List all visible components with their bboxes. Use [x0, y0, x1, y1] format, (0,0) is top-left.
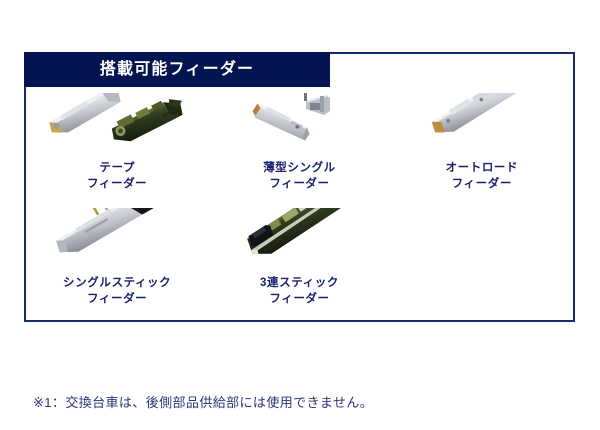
- feeder-label-line1: シングルスティック: [63, 277, 172, 289]
- compatible-feeders-panel: 搭載可能フィーダー: [24, 52, 575, 322]
- feeder-item-empty-slot: [391, 204, 573, 322]
- feeder-item-triple-stick[interactable]: 3連スティック フィーダー: [208, 204, 390, 322]
- feeder-caption: オートロード フィーダー: [446, 161, 519, 192]
- page-title: 搭載可能フィーダー: [99, 60, 255, 78]
- tape-feeder-photo: [26, 93, 208, 155]
- feeder-label-line2: フィーダー: [87, 177, 148, 190]
- feeder-label-line1: オートロード: [445, 162, 519, 174]
- feeder-row-bottom: シングルスティック フィーダー: [26, 204, 573, 322]
- feeder-label-line2: フィーダー: [87, 292, 148, 305]
- thin-single-feeder-photo: [208, 93, 390, 155]
- feeder-label-line1: テープ: [99, 162, 135, 174]
- feeder-label-line1: 3連スティック: [260, 277, 339, 289]
- feeder-caption: 3連スティック フィーダー: [260, 276, 339, 307]
- triple-stick-feeder-photo: [208, 208, 390, 270]
- auto-load-feeder-photo: [391, 93, 573, 155]
- feeder-caption: テープ フィーダー: [87, 161, 147, 192]
- feeder-caption: シングルスティック フィーダー: [63, 276, 171, 307]
- feeder-grid: テープ フィーダー: [26, 89, 573, 322]
- feeder-label-line2: フィーダー: [269, 177, 330, 190]
- feeder-caption: 薄型シングル フィーダー: [263, 161, 336, 192]
- feeder-item-thin-single[interactable]: 薄型シングル フィーダー: [208, 89, 390, 204]
- feeder-item-tape[interactable]: テープ フィーダー: [26, 89, 208, 204]
- panel-title-bar: 搭載可能フィーダー: [24, 52, 330, 87]
- feeder-row-top: テープ フィーダー: [26, 89, 573, 204]
- feeder-item-single-stick[interactable]: シングルスティック フィーダー: [26, 204, 208, 322]
- feeder-label-line2: フィーダー: [451, 177, 512, 190]
- feeder-label-line2: フィーダー: [269, 292, 330, 305]
- feeder-label-line1: 薄型シングル: [263, 162, 336, 174]
- feeder-item-auto-load[interactable]: オートロード フィーダー: [391, 89, 573, 204]
- single-stick-feeder-photo: [26, 208, 208, 270]
- footnote-note-1: ※1：交換台車は、後側部品供給部には使用できません。: [33, 395, 374, 410]
